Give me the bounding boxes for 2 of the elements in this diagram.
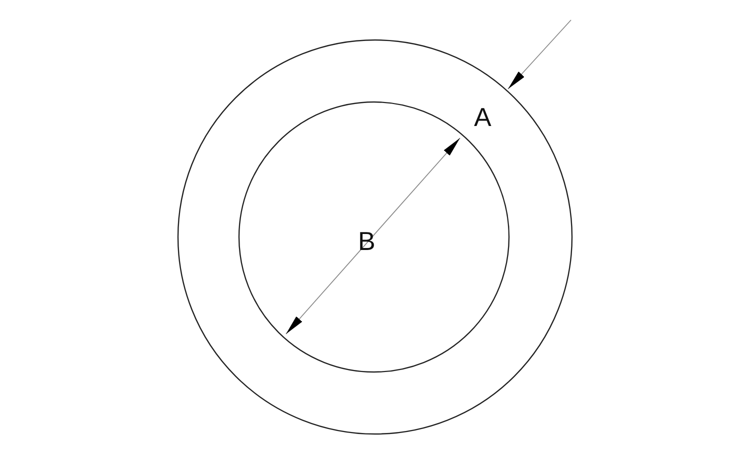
dimension-label: B	[358, 228, 376, 254]
dimension-label: A	[474, 104, 492, 130]
